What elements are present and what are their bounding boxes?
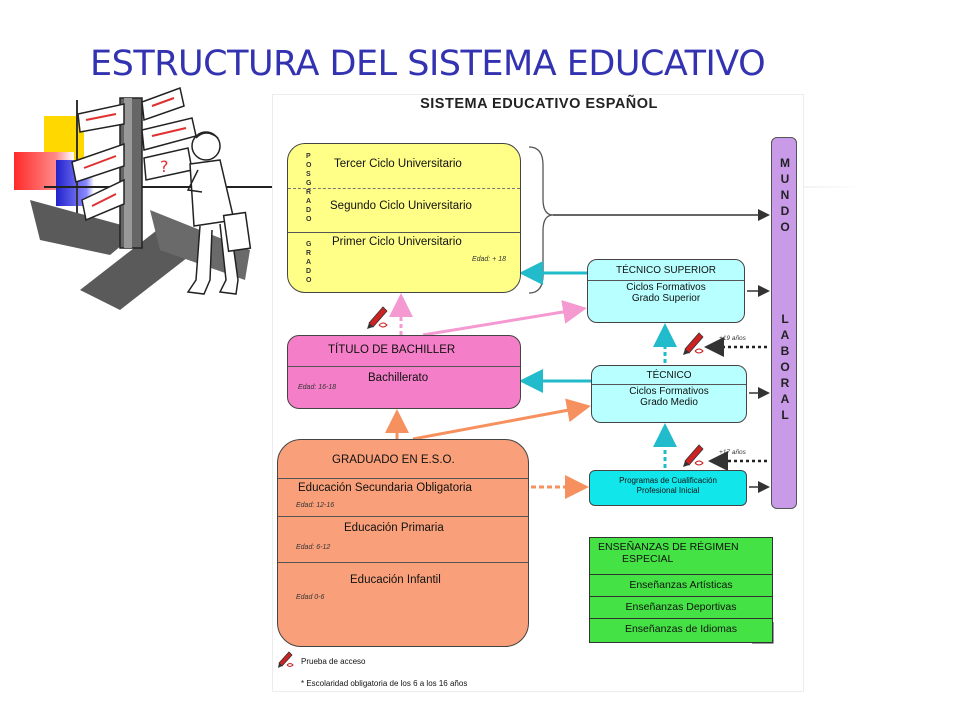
laboral-letter: L: [781, 408, 789, 422]
especial-title-line1: ENSEÑANZAS DE RÉGIMEN: [598, 541, 739, 553]
slide-title: ESTRUCTURA DEL SISTEMA EDUCATIVO: [90, 44, 766, 84]
connector-arrows: [278, 146, 774, 668]
bachiller-age-label: Edad: 16-18: [298, 384, 337, 391]
education-system-diagram: SISTEMA EDUCATIVO ESPAÑOL: [272, 94, 804, 692]
pen-icon: [367, 306, 388, 329]
laboral-letter: O: [780, 360, 790, 374]
infantil-level-age: Edad 0-6: [296, 594, 325, 601]
tecnico-superior-line2: Grado Superior: [631, 293, 701, 304]
university-age-label: Edad: + 18: [471, 256, 506, 263]
segundo-ciclo-label: Segundo Ciclo Universitario: [330, 200, 472, 212]
tecnico-box: TÉCNICO Ciclos Formativos Grado Medio: [591, 365, 747, 423]
pcpi-line1: Programas de Cualificación: [619, 476, 717, 485]
tecnico-superior-box: TÉCNICO SUPERIOR Ciclos Formativos Grado…: [587, 259, 745, 323]
laboral-letter: A: [780, 392, 790, 406]
mundo-laboral-bar: M U N D O L A B O R A L: [771, 137, 797, 509]
laboral-letter: B: [780, 344, 790, 358]
signpost-man-illustration: ?: [30, 86, 252, 310]
arrow-eso-to-tmed: [412, 398, 591, 441]
especial-item: Enseñanzas Deportivas: [590, 596, 772, 618]
pcpi-line2: Profesional Inicial: [636, 486, 700, 495]
especial-item: Enseñanzas de Idiomas: [590, 618, 772, 642]
primer-ciclo-label: Primer Ciclo Universitario: [332, 236, 462, 248]
mundo-letter: O: [780, 220, 790, 234]
tercer-ciclo-label: Tercer Ciclo Universitario: [334, 158, 462, 170]
regimen-especial-box: ENSEÑANZAS DE RÉGIMEN ESPECIAL Enseñanza…: [589, 537, 773, 643]
university-box: P O S G R A D O G R A D O Tercer Ciclo U…: [287, 143, 521, 293]
especial-title-line2: ESPECIAL: [622, 553, 674, 565]
legend-escolaridad: * Escolaridad obligatoria de los 6 a los…: [301, 679, 468, 688]
arrow-bach-to-tsup: [422, 300, 587, 337]
age-note-plus17: +17 años: [719, 449, 746, 456]
tecnico-line1: Ciclos Formativos: [629, 386, 709, 397]
mundo-letter: M: [780, 156, 790, 170]
bachiller-title: TÍTULO DE BACHILLER: [328, 344, 456, 356]
diagram-title: SISTEMA EDUCATIVO ESPAÑOL: [420, 96, 658, 112]
decor-vertical-line: [76, 100, 78, 215]
bachillerato-label: Bachillerato: [368, 372, 429, 384]
pcpi-box: Programas de Cualificación Profesional I…: [589, 470, 747, 506]
eso-level-age: Edad: 12-16: [296, 502, 335, 509]
tecnico-superior-title: TÉCNICO SUPERIOR: [615, 265, 716, 276]
tecnico-superior-line1: Ciclos Formativos: [626, 282, 706, 293]
infantil-level-name: Educación Infantil: [350, 574, 441, 586]
tecnico-line2: Grado Medio: [640, 397, 698, 408]
pen-icon: [683, 444, 704, 467]
mundo-letter: N: [780, 188, 790, 202]
especial-item: Enseñanzas Artísticas: [590, 574, 772, 596]
primaria-level-age: Edad: 6-12: [296, 544, 331, 551]
laboral-letter: A: [780, 328, 790, 342]
bachiller-box: TÍTULO DE BACHILLER Bachillerato Edad: 1…: [287, 335, 521, 409]
posgrado-vertical-label: P O S G R A D O: [306, 153, 312, 223]
pen-icon: [683, 332, 704, 355]
eso-box: GRADUADO EN E.S.O. Educación Secundaria …: [277, 439, 529, 647]
pen-icon: [278, 651, 294, 668]
age-note-plus19: +19 años: [719, 335, 746, 342]
primaria-level-name: Educación Primaria: [344, 522, 444, 534]
mundo-letter: U: [780, 172, 790, 186]
tecnico-title: TÉCNICO: [646, 370, 692, 381]
grado-vertical-label: G R A D O: [306, 241, 312, 284]
eso-title: GRADUADO EN E.S.O.: [332, 454, 455, 466]
svg-text:?: ?: [160, 157, 169, 176]
eso-level-name: Educación Secundaria Obligatoria: [298, 482, 472, 494]
university-brace: [528, 146, 554, 294]
laboral-letter: R: [780, 376, 790, 390]
laboral-letter: L: [781, 312, 789, 326]
legend-prueba-acceso: Prueba de acceso: [301, 657, 366, 666]
mundo-letter: D: [780, 204, 790, 218]
